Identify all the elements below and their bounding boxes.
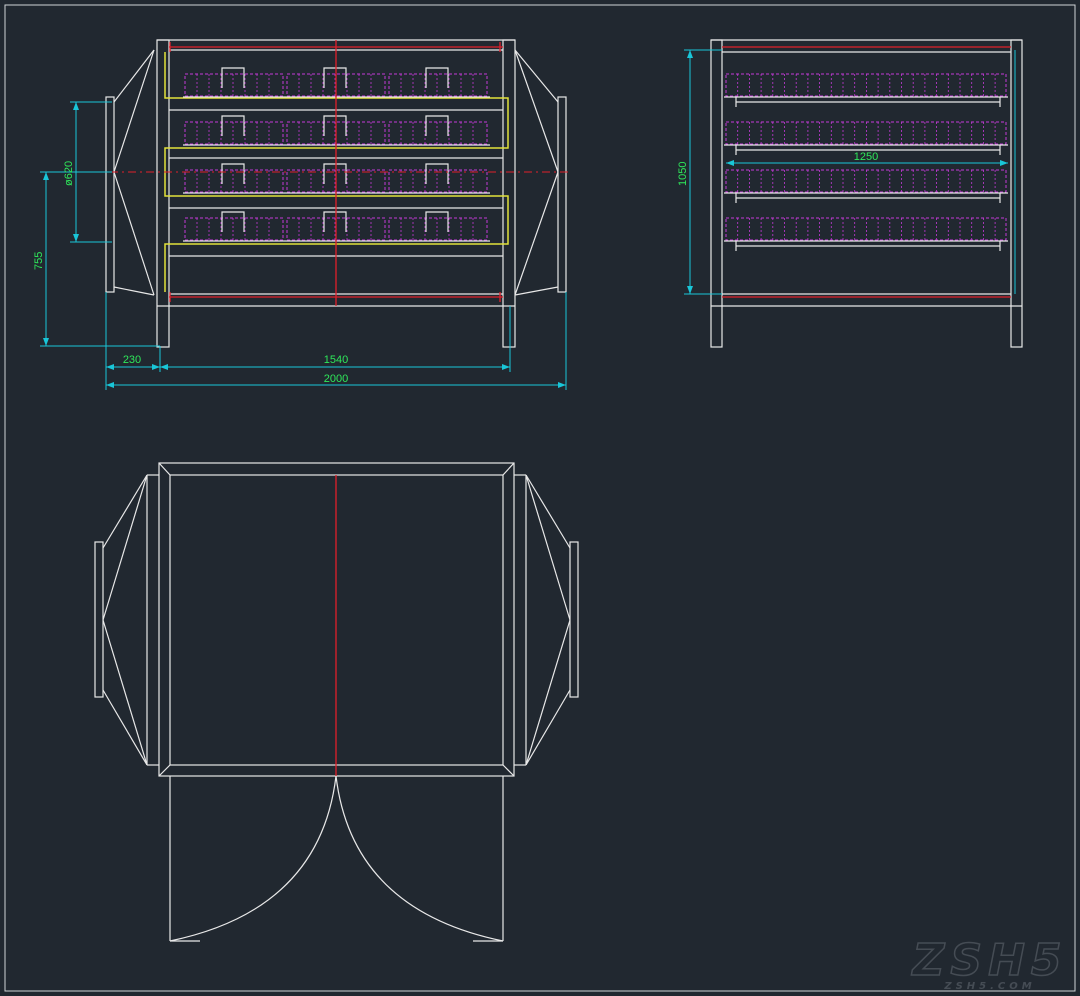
front-right-post xyxy=(502,39,516,348)
side-view xyxy=(710,39,1023,348)
svg-text:ZSH5.COM: ZSH5.COM xyxy=(943,981,1035,992)
svg-text:ZSH5: ZSH5 xyxy=(910,935,1067,986)
top-view xyxy=(94,462,579,942)
inlet-flange-left xyxy=(105,96,115,293)
dim-body-length: 1540 xyxy=(324,354,348,366)
left-door-swing xyxy=(169,775,337,942)
side-right-post xyxy=(1010,39,1023,348)
front-dimension-arrows xyxy=(43,102,566,388)
front-dimensions xyxy=(40,101,567,390)
side-left-post xyxy=(710,39,723,348)
drawing-frame xyxy=(4,4,1076,992)
outlet-flange-right xyxy=(557,96,567,293)
side-tray-3 xyxy=(724,169,1008,203)
front-left-post xyxy=(156,39,170,348)
dim-inlet-length: 230 xyxy=(123,354,141,366)
side-filter-trays xyxy=(724,73,1008,251)
dim-side-width: 1250 xyxy=(854,151,878,163)
dim-inlet-diameter: ø620 xyxy=(63,161,75,186)
side-dimension-arrows xyxy=(687,50,1008,294)
right-door-swing xyxy=(335,775,504,942)
top-inlet-flange xyxy=(94,541,104,698)
dim-total-length: 2000 xyxy=(324,373,348,385)
side-tray-4 xyxy=(724,217,1008,251)
watermark-logo: ZSH5 ZSH5.COM xyxy=(910,934,1067,992)
side-tray-1 xyxy=(724,73,1008,107)
side-tray-2 xyxy=(724,121,1008,155)
dim-side-height: 1050 xyxy=(677,162,689,186)
top-outlet-flange xyxy=(569,541,579,698)
front-centerlines xyxy=(110,40,570,306)
side-centerlines xyxy=(722,46,1011,298)
side-dimensions xyxy=(684,49,1016,295)
dim-center-height: 755 xyxy=(33,252,45,270)
